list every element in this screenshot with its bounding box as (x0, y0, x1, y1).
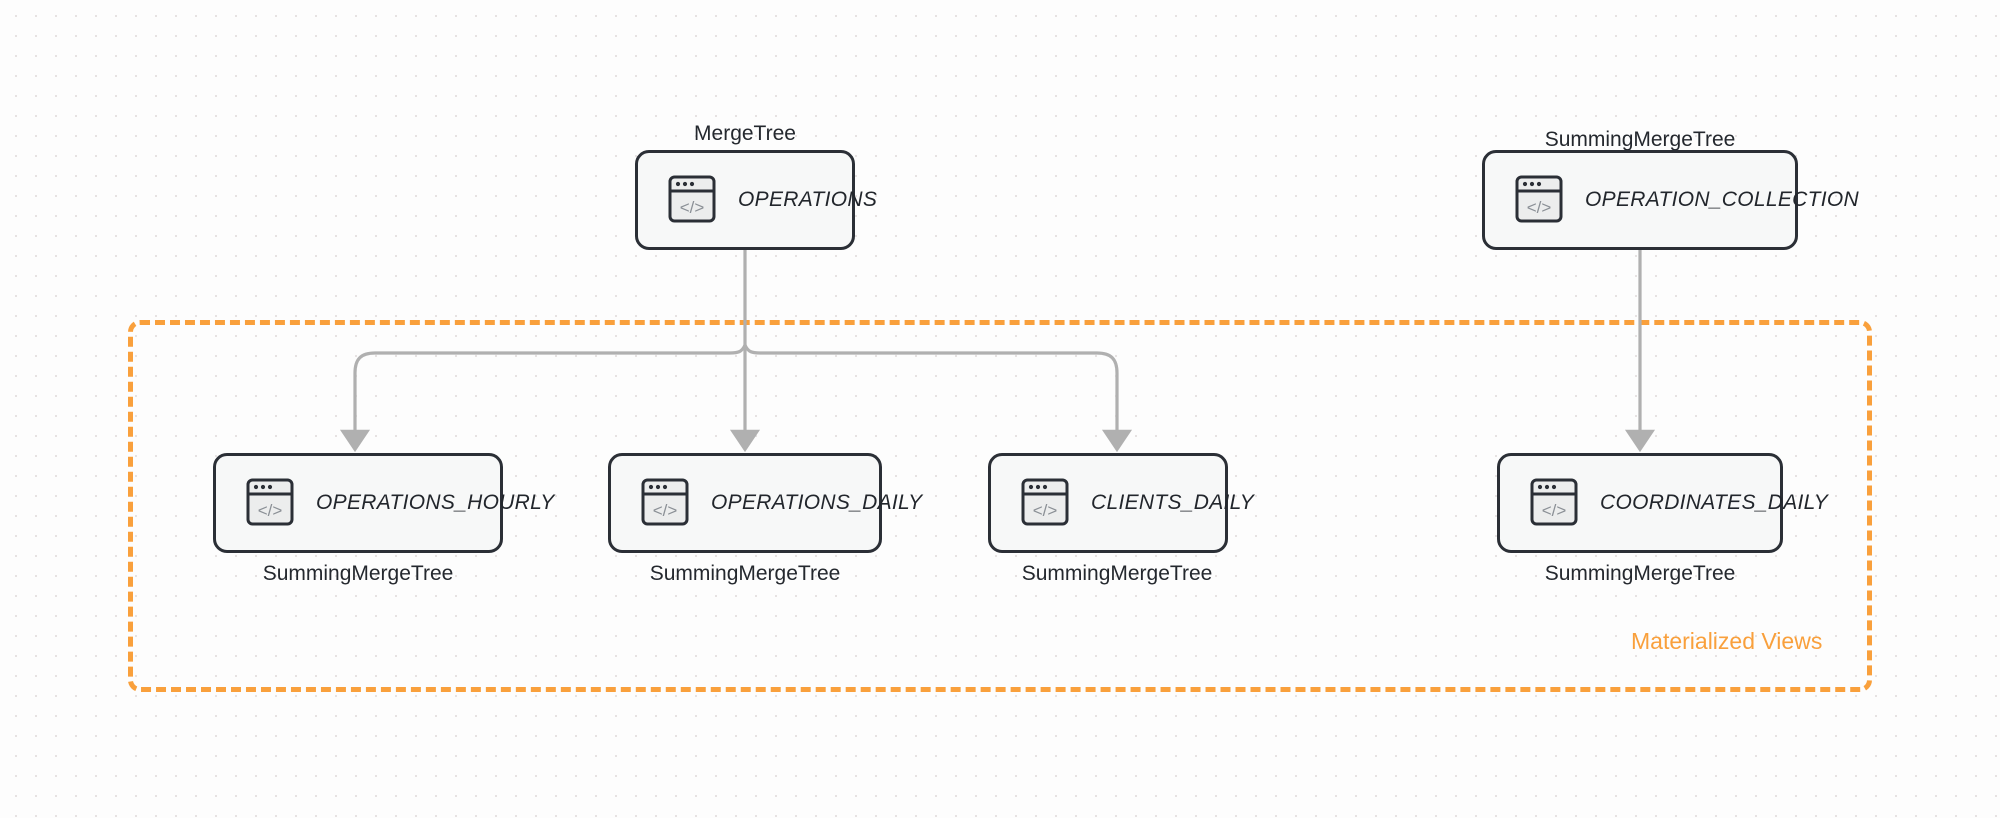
svg-text:</>: </> (1033, 501, 1058, 520)
node-clients-daily[interactable]: </> CLIENTS_DAILY (988, 453, 1254, 553)
caption-operations: MergeTree (694, 122, 796, 145)
code-window-icon: </> (664, 174, 720, 226)
node-operations-daily-label: OPERATIONS_DAILY (711, 491, 923, 514)
svg-text:</>: </> (258, 501, 283, 520)
node-operations-daily[interactable]: </> OPERATIONS_DAILY (608, 453, 922, 553)
caption-operations-hourly: SummingMergeTree (262, 562, 454, 585)
caption-operation-collection: SummingMergeTree (1544, 128, 1736, 151)
code-window-icon: </> (1526, 477, 1582, 529)
svg-text:</>: </> (653, 501, 678, 520)
code-window-icon: </> (637, 477, 693, 529)
svg-text:</>: </> (1542, 501, 1567, 520)
code-window-icon: </> (1511, 174, 1567, 226)
node-operations-hourly[interactable]: </> OPERATIONS_HOURLY (213, 453, 554, 553)
code-window-icon: </> (1017, 477, 1073, 529)
node-operations[interactable]: </> OPERATIONS (635, 150, 877, 250)
node-operation-collection[interactable]: </> OPERATION_COLLECTION (1482, 150, 1859, 250)
materialized-views-group (128, 320, 1872, 692)
caption-operations-daily: SummingMergeTree (649, 562, 841, 585)
node-coordinates-daily[interactable]: </> COORDINATES_DAILY (1497, 453, 1828, 553)
code-window-icon: </> (242, 477, 298, 529)
caption-coordinates-daily: SummingMergeTree (1544, 562, 1736, 585)
node-clients-daily-label: CLIENTS_DAILY (1091, 491, 1255, 514)
node-operations-label: OPERATIONS (738, 188, 878, 211)
node-operations-hourly-label: OPERATIONS_HOURLY (316, 491, 555, 514)
node-operation-collection-label: OPERATION_COLLECTION (1585, 188, 1859, 211)
caption-clients-daily: SummingMergeTree (1021, 562, 1213, 585)
node-coordinates-daily-label: COORDINATES_DAILY (1600, 491, 1828, 514)
svg-text:</>: </> (1527, 198, 1552, 217)
svg-text:</>: </> (680, 198, 705, 217)
materialized-views-group-label: Materialized Views (1631, 628, 1823, 654)
